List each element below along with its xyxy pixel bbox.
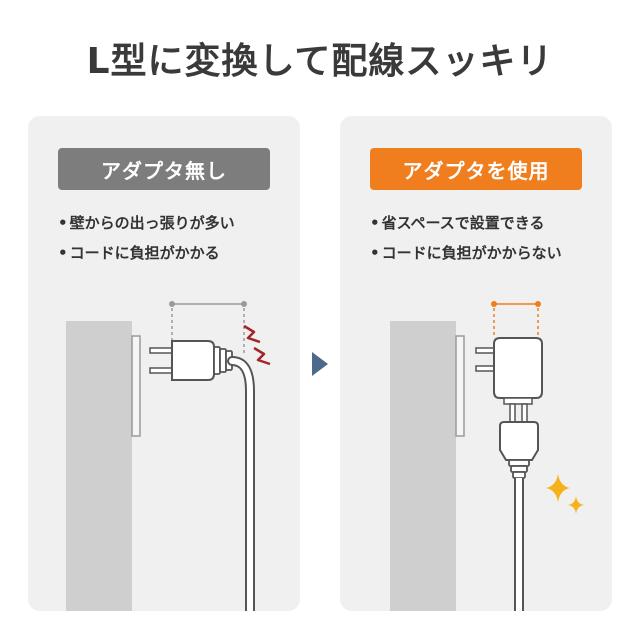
plug-strain-relief xyxy=(213,346,233,375)
bullet-list-right: 省スペースで設置できる コードに負担がかからない xyxy=(370,208,562,268)
dimension-line xyxy=(493,303,539,338)
illustration-without-adapter xyxy=(66,301,271,611)
sparkle-icon xyxy=(546,474,584,514)
bullet-item: コードに負担がかからない xyxy=(370,238,562,268)
wall xyxy=(66,321,132,611)
adapter-socket xyxy=(503,397,533,405)
plug-body xyxy=(499,421,539,461)
plug-body xyxy=(171,340,215,381)
badge-with-adapter: アダプタを使用 xyxy=(370,148,582,190)
stress-lightning-icon xyxy=(243,324,271,366)
illustration-with-adapter xyxy=(390,301,584,611)
dimension-line xyxy=(171,303,245,356)
headline: L型に変換して配線スッキリ xyxy=(86,41,554,82)
adapter-body xyxy=(493,337,543,399)
panel-without-adapter: アダプタ無し 壁からの出っ張りが多い コードに負担がかかる xyxy=(28,116,300,611)
wall xyxy=(390,321,456,611)
plug-prongs xyxy=(509,403,528,423)
plug-strain-relief xyxy=(508,459,530,479)
bullet-item: コードに負担がかかる xyxy=(58,238,235,268)
right-arrow-icon xyxy=(312,352,328,376)
outlet-plate xyxy=(455,335,465,437)
bullet-list-left: 壁からの出っ張りが多い コードに負担がかかる xyxy=(58,208,235,268)
bullet-item: 省スペースで設置できる xyxy=(370,208,562,238)
badge-without-adapter: アダプタ無し xyxy=(58,148,270,190)
plug-prongs xyxy=(149,347,173,374)
panel-with-adapter: アダプタを使用 省スペースで設置できる コードに負担がかからない xyxy=(340,116,612,611)
bullet-item: 壁からの出っ張りが多い xyxy=(58,208,235,238)
outlet-plate xyxy=(131,335,141,437)
